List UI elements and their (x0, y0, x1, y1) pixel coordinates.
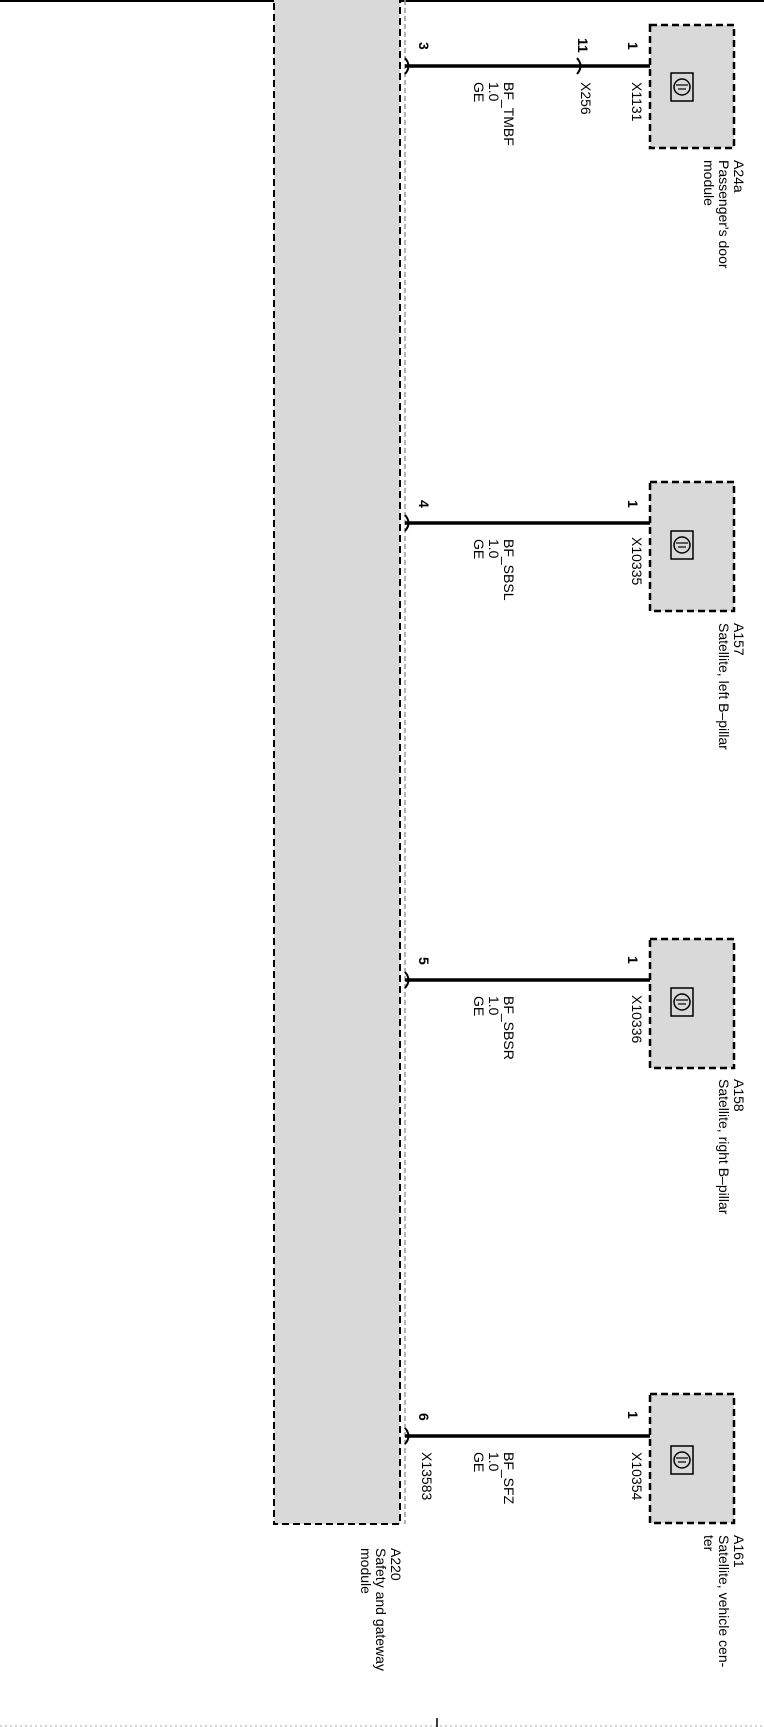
wire-BF_TMBF-cross-section: 1.0 (486, 82, 502, 102)
module-A24a-body (648, 23, 736, 150)
module-A24a-name-line1: Passenger's door (716, 160, 732, 269)
module-A24a-pin: 1 (625, 42, 641, 50)
module-A157[interactable]: A157 Satellite, left B–pillar 1 X10335 (625, 480, 747, 750)
wire-BF_SBSR-cross-section: 1.0 (486, 996, 502, 1016)
ground-circle-icon (670, 530, 694, 560)
wire-BF_TMBF-color: GE (471, 82, 487, 102)
gateway-module-body (273, 0, 401, 1525)
wire-BF_SBSL-gateway-pin: 4 (416, 500, 432, 508)
module-A158-name-line1: Satellite, right B–pillar (716, 1079, 732, 1215)
module-A24a-connector: X1131 (629, 82, 645, 122)
wire-BF_TMBF-inline-connector: X256 (578, 82, 594, 115)
module-A161-name-line1: Satellite, vehicle cen- (716, 1535, 732, 1668)
module-A161-body (648, 1392, 736, 1525)
wire-BF_SFZ: 6 X13583 BF_SFZ 1.0 GE (404, 1413, 650, 1505)
module-A220[interactable]: A220 Safety and gateway module (273, 0, 406, 1671)
wire-BF_SFZ-cross-section: 1.0 (486, 1452, 502, 1472)
module-A158-connector: X10336 (629, 995, 645, 1043)
module-A158-id: A158 (731, 1079, 747, 1112)
wire-BF_SFZ-signal: BF_SFZ (501, 1452, 517, 1505)
wire-BF_SBSL: 4 BF_SBSL 1.0 GE (404, 500, 650, 601)
module-A161-name-line2: ter (701, 1535, 717, 1552)
wire-BF_SBSR-gateway-pin: 5 (416, 957, 432, 965)
module-A158-pin: 1 (625, 956, 641, 964)
wire-BF_TMBF-inline-pin: 11 (575, 38, 591, 53)
module-A157-connector: X10335 (629, 537, 645, 585)
ground-circle-icon (670, 987, 694, 1017)
module-A157-pin: 1 (625, 500, 641, 508)
module-A161-id: A161 (731, 1535, 747, 1568)
gateway-module-id: A220 (388, 1548, 404, 1581)
ground-circle-icon (670, 72, 694, 102)
wire-BF_SFZ-color: GE (471, 1452, 487, 1472)
wire-BF_SBSL-cross-section: 1.0 (486, 539, 502, 559)
wire-BF_SBSR-signal: BF_SBSR (501, 996, 517, 1060)
gateway-module-name-line2: module (358, 1548, 374, 1594)
module-A24a-id: A24a (731, 160, 747, 193)
wire-BF_SBSL-color: GE (471, 539, 487, 559)
module-A158[interactable]: A158 Satellite, right B–pillar 1 X10336 (625, 937, 747, 1215)
module-A158-body (648, 937, 736, 1070)
module-A24a[interactable]: A24a Passenger's door module 1 X1131 (625, 23, 747, 269)
module-A161-pin: 1 (625, 1411, 641, 1419)
wire-BF_TMBF: 3 11 X256 BF_TMBF 1.0 GE (404, 38, 650, 146)
module-A157-id: A157 (731, 623, 747, 656)
ground-circle-icon (670, 1445, 694, 1475)
wire-BF_SFZ-gateway-connector: X13583 (419, 1452, 435, 1500)
wire-BF_SBSL-signal: BF_SBSL (501, 539, 517, 601)
wire-BF_SBSR: 5 BF_SBSR 1.0 GE (404, 957, 650, 1060)
module-A24a-name-line2: module (701, 160, 717, 206)
module-A161[interactable]: A161 Satellite, vehicle cen- ter 1 X1035… (625, 1392, 747, 1668)
wire-BF_TMBF-gateway-pin: 3 (416, 42, 432, 50)
wire-BF_SBSR-color: GE (471, 996, 487, 1016)
gateway-module-name-line1: Safety and gateway (373, 1548, 389, 1671)
module-A157-body (648, 480, 736, 613)
wire-BF_SFZ-gateway-pin: 6 (416, 1413, 432, 1421)
module-A161-connector: X10354 (629, 1452, 645, 1500)
module-A157-name-line1: Satellite, left B–pillar (716, 623, 732, 750)
wire-BF_TMBF-signal: BF_TMBF (501, 82, 517, 146)
